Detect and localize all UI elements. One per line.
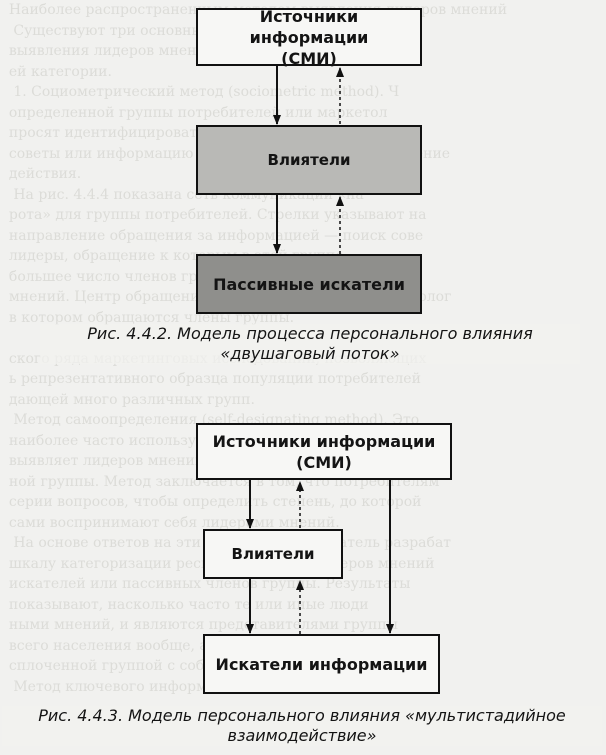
box-info-seekers-label: Искатели информации <box>215 654 428 674</box>
box-sources-fig2-line2: (СМИ) <box>296 452 352 472</box>
box-sources-fig2: Источники информации (СМИ) <box>196 423 452 480</box>
box-info-seekers: Искатели информации <box>203 634 440 694</box>
caption-fig1: Рис. 4.4.2. Модель процесса персональног… <box>40 324 580 364</box>
box-influencers-fig2-label: Влиятели <box>231 545 315 563</box>
box-influencers-fig1: Влиятели <box>196 125 422 195</box>
caption-fig2-line1: Рис. 4.4.3. Модель персонального влияния… <box>38 706 566 725</box>
box-passive-seekers: Пассивные искатели <box>196 254 422 314</box>
box-sources-fig1-line2: (СМИ) <box>281 48 337 68</box>
box-passive-seekers-label: Пассивные искатели <box>213 274 405 294</box>
caption-fig1-line1: Рис. 4.4.2. Модель процесса персональног… <box>87 324 533 343</box>
caption-fig1-line2: «двушаговый поток» <box>220 344 400 363</box>
box-sources-fig1-line1: Источники информации <box>249 6 369 47</box>
box-sources-fig1: Источники информации (СМИ) <box>196 6 422 68</box>
box-sources-fig2-line1: Источники информации <box>212 431 436 451</box>
box-influencers-fig2: Влиятели <box>203 529 343 579</box>
box-influencers-fig1-label: Влиятели <box>267 151 351 169</box>
caption-fig2-line2: взаимодействие» <box>227 726 377 745</box>
caption-fig2: Рис. 4.4.3. Модель персонального влияния… <box>2 706 602 746</box>
